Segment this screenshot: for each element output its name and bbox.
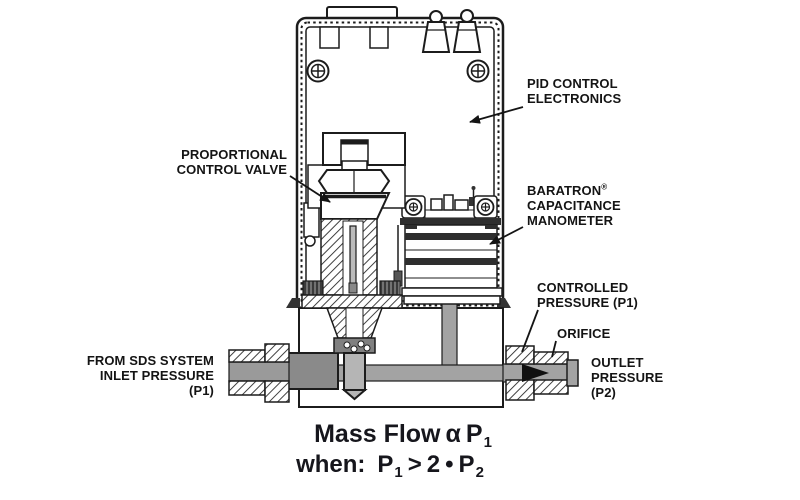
orifice-leader — [551, 340, 557, 358]
sense-port-channel — [441, 302, 458, 367]
internal-post-left — [319, 26, 340, 49]
orifice-nozzle — [522, 364, 549, 382]
flange-bolt-left — [302, 280, 324, 296]
valve-flange — [301, 294, 403, 309]
manometer-screw-right — [473, 195, 498, 219]
inlet-pipe — [228, 361, 290, 382]
formula-condition: when:P1>2•P2 — [296, 451, 484, 481]
panel-screw-left — [306, 59, 330, 83]
top-connector-right — [452, 9, 482, 53]
valve-plunger-tip — [341, 389, 368, 401]
enclosure-gasket-dashed — [300, 21, 500, 307]
pcv-leader-arrow — [289, 175, 331, 203]
valve-plunger — [343, 352, 366, 391]
baratron-manometer — [393, 186, 503, 367]
internal-post-right — [369, 26, 389, 49]
proportional-valve — [301, 132, 406, 401]
label-orifice: ORIFICE — [557, 326, 611, 341]
controlled-pressure-leader — [521, 309, 539, 353]
top-connector-left — [421, 10, 451, 53]
baratron-leader-arrow — [489, 226, 524, 245]
label-pid-control-electronics: PID CONTROL ELECTRONICS — [527, 76, 622, 106]
label-outlet-pressure: OUTLET PRESSURE (P2) — [591, 355, 664, 400]
panel-screw-right — [466, 59, 490, 83]
alpha-symbol: α — [445, 420, 461, 448]
label-proportional-control-valve: PROPORTIONAL CONTROL VALVE — [176, 147, 287, 177]
inlet-block — [286, 352, 339, 390]
label-baratron-manometer: BARATRON® CAPACITANCE MANOMETER — [527, 182, 621, 228]
label-controlled-pressure: CONTROLLED PRESSURE (P1) — [537, 280, 638, 310]
flange-bolt-right — [379, 280, 401, 296]
base-foot-left — [286, 298, 300, 308]
valve-stem — [349, 225, 357, 291]
registered-trademark-symbol: ® — [601, 182, 608, 192]
pid-leader-arrow — [469, 106, 524, 124]
inlet-fitting — [228, 343, 339, 403]
leader-lines — [289, 106, 557, 358]
label-inlet-pressure: FROM SDS SYSTEM INLET PRESSURE (P1) — [86, 353, 214, 398]
outlet-fitting — [502, 345, 579, 401]
